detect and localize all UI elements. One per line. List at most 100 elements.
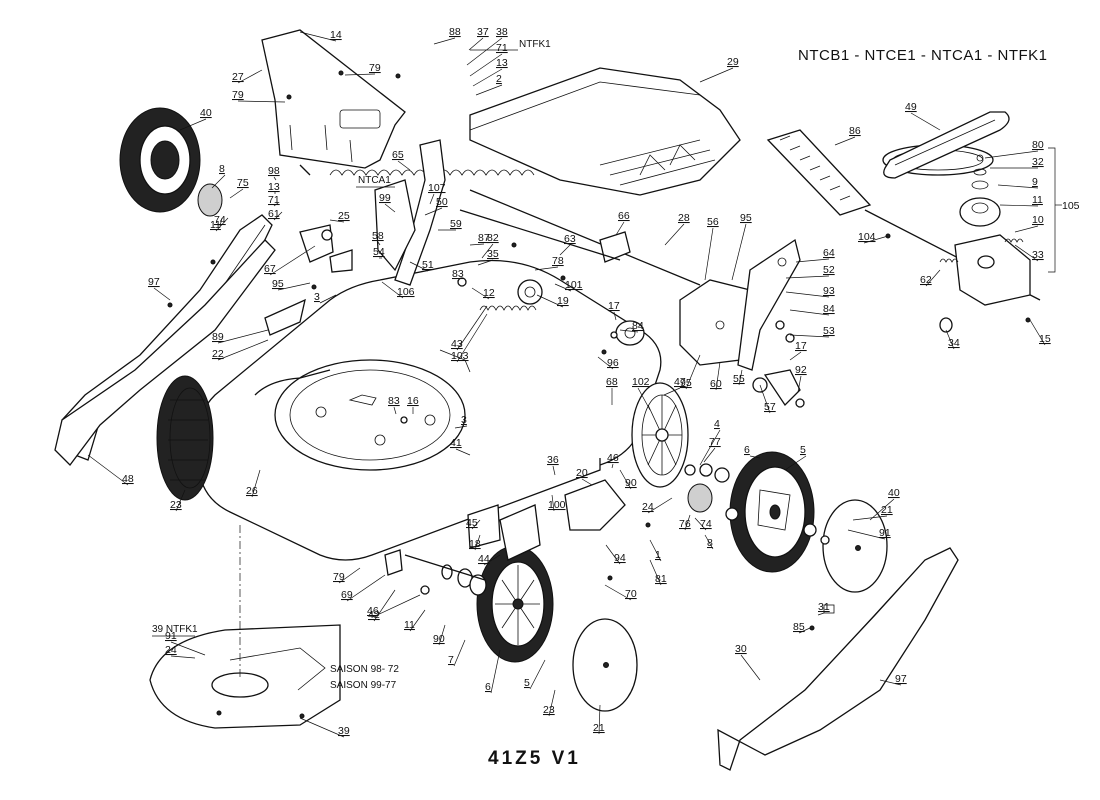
callout-leader (785, 291, 830, 298)
part-number-label: 84 (823, 303, 835, 315)
part-number-label: 95 (740, 212, 752, 224)
callout-leader (529, 659, 546, 690)
callout-leader (229, 188, 244, 199)
callout-leader (477, 259, 494, 266)
part-number-label: 52 (823, 264, 835, 276)
part-number-label: 104 (858, 231, 876, 243)
part-number-label: 79 (232, 89, 244, 101)
part-number-label: 101 (565, 279, 583, 291)
part-number-label: 97 (895, 673, 907, 685)
rear-plate (261, 29, 406, 169)
part-number-label: 37 (477, 26, 489, 38)
part-number-label: 22 (212, 348, 224, 360)
part-number-label: 6 (485, 681, 491, 693)
callout-leader (299, 31, 337, 42)
callout-leader (453, 639, 466, 667)
part-number-label: 65 (392, 149, 404, 161)
callout-ntca1: NTCA1 (358, 175, 391, 186)
part-number-label: 84 (632, 320, 644, 332)
part-number-label: 90 (625, 477, 637, 489)
part-number-label: 63 (564, 233, 576, 245)
part-number-label: 94 (614, 552, 626, 564)
callout-leader (863, 235, 889, 244)
callout-leader (433, 37, 456, 45)
callout-leader (749, 455, 761, 459)
callout-leader (338, 567, 361, 584)
callout-leader (649, 539, 662, 562)
callout-leader (548, 689, 556, 717)
grass-catcher (469, 67, 741, 196)
callout-leader (471, 287, 490, 300)
callout-leader (647, 497, 673, 514)
part-number-label: 44 (478, 553, 490, 565)
callout-leader (785, 275, 830, 279)
fasteners (167, 70, 1031, 719)
callout-leader (273, 176, 277, 181)
callout-leader (597, 356, 614, 370)
rear-wheel-top-left (119, 107, 223, 217)
part-number-label: 34 (948, 337, 960, 349)
part-number-label: 55 (733, 373, 745, 385)
part-number-label: 24 (165, 644, 177, 656)
callout-leader (153, 287, 171, 301)
part-number-label: 93 (823, 285, 835, 297)
hubcap-bottom (572, 618, 638, 712)
callout-leader (611, 463, 614, 469)
part-number-label: 69 (341, 589, 353, 601)
callout-leader (619, 469, 632, 490)
callout-leader (483, 554, 501, 566)
callout-leader (474, 534, 481, 551)
part-number-label: 53 (823, 325, 835, 337)
callout-leader (175, 489, 186, 512)
mulch-plate (149, 624, 341, 729)
callout-leader (211, 174, 226, 189)
callout-leader (759, 384, 771, 414)
part-number-label: 57 (764, 401, 776, 413)
part-number-label: 5 (524, 677, 530, 689)
part-number-label: 107 (428, 182, 446, 194)
callout-leader (581, 478, 593, 486)
part-number-label: 91 (879, 527, 891, 539)
part-number-label: 62 (920, 274, 932, 286)
callout-39-ntfk1: 39 NTFK1 (152, 624, 198, 635)
callout-leader (715, 361, 721, 391)
callout-leader (299, 717, 345, 738)
callout-leader (393, 406, 397, 415)
part-number-label: 9 (1032, 176, 1038, 188)
part-number-label: 41 (450, 437, 462, 449)
part-number-label: 3 (461, 414, 467, 426)
part-number-label: 54 (373, 246, 385, 258)
callout-leader (945, 329, 955, 350)
part-number-label: 24 (642, 501, 654, 513)
part-number-label: 61 (268, 208, 280, 220)
part-number-label: 6 (744, 444, 750, 456)
part-number-label: 74 (214, 214, 226, 226)
part-number-label: 27 (232, 71, 244, 83)
callout-leader (466, 37, 503, 66)
part-number-label: 28 (678, 212, 690, 224)
callout-leader (731, 223, 747, 281)
callout-leader (598, 704, 601, 735)
part-number-label: 103 (451, 350, 469, 362)
part-number-label: 21 (593, 722, 605, 734)
callout-leader (438, 624, 446, 646)
callout-leader (468, 37, 484, 51)
part-number-label: 31 (818, 601, 830, 613)
part-number-label: 47 (674, 376, 686, 388)
part-number-label: 49 (905, 101, 917, 113)
gear-set (684, 463, 830, 545)
callout-leader (424, 207, 443, 216)
callout-leader (409, 609, 426, 632)
part-number-label: 95 (272, 278, 284, 290)
front-lever-plate (467, 479, 626, 561)
callout-leader (1014, 244, 1039, 262)
part-number-label: 7 (448, 654, 454, 666)
part-number-label: 11 (404, 619, 415, 631)
callout-leader (798, 627, 811, 634)
callout-leader (475, 84, 503, 96)
part-number-label: 83 (452, 268, 464, 280)
gearbox (882, 144, 1031, 306)
callout-leader (273, 202, 279, 207)
callout-leader (329, 219, 345, 223)
callout-ntfk1: NTFK1 (519, 39, 551, 50)
